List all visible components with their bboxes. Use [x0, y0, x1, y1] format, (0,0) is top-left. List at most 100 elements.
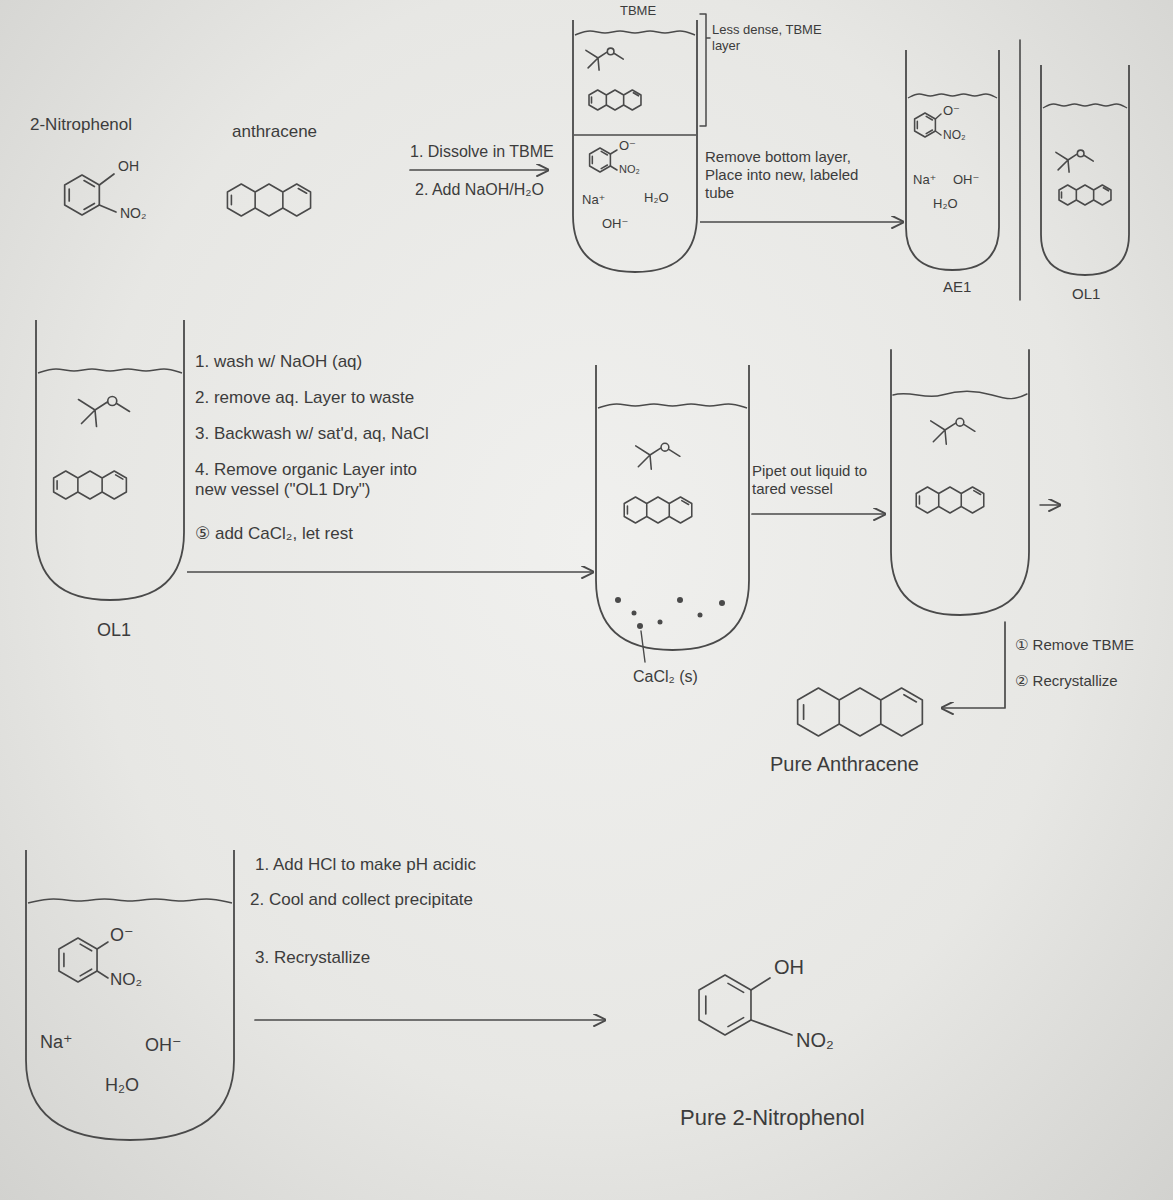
- solid-dot: [658, 620, 663, 625]
- atom-label: OH: [774, 955, 804, 979]
- tube-text: OH⁻: [953, 172, 979, 188]
- small-arrow: [1040, 504, 1060, 506]
- tube-text: OH⁻: [602, 216, 628, 232]
- bond: [751, 1020, 792, 1035]
- tube-text: Na⁺: [913, 172, 936, 188]
- anthracene-structure: [624, 497, 692, 523]
- tube-text: OL1: [97, 620, 131, 642]
- tube-wall: [596, 365, 749, 650]
- bond: [751, 978, 770, 990]
- tube-text: Na⁺: [582, 192, 605, 208]
- anthracene-structure: [589, 90, 641, 110]
- tube-wall: [36, 320, 184, 600]
- process-arrow: [942, 622, 1005, 708]
- solid-dot: [719, 600, 725, 606]
- tube-text: H₂O: [105, 1075, 139, 1097]
- tube-text: TBME: [620, 3, 656, 19]
- tube-wall: [906, 50, 999, 270]
- step-text: 2. Cool and collect precipitate: [250, 890, 473, 910]
- step-text: 2. remove aq. Layer to waste: [195, 388, 414, 408]
- step-text: ② Recrystallize: [1015, 672, 1118, 690]
- tube-wall: [26, 850, 234, 1140]
- tube-text: O⁻: [110, 925, 134, 947]
- process-arrow: [255, 1019, 605, 1021]
- organic-tube: OL1: [1040, 65, 1130, 275]
- tube-outline: [595, 365, 750, 652]
- step-text: 1. wash w/ NaOH (aq): [195, 352, 362, 372]
- product-name: Pure Anthracene: [770, 752, 919, 776]
- solid-dot: [615, 597, 621, 603]
- anthracene-structure: [227, 184, 310, 216]
- bond: [97, 971, 108, 978]
- product-name: Pure 2-Nitrophenol: [680, 1105, 865, 1131]
- liquid-surface: [598, 404, 747, 408]
- tube-text: OL1: [1072, 285, 1100, 303]
- tared-tube: [891, 350, 1029, 615]
- anthracene-structure: [1059, 185, 1111, 205]
- drying-tube: CaCl₂ (s): [595, 365, 750, 650]
- aqueous-tube: O⁻NO₂Na⁺OH⁻H₂OAE1: [905, 50, 1000, 270]
- liquid-surface: [908, 94, 997, 98]
- tube-outline: [905, 50, 1000, 272]
- benzene-ring: [59, 938, 97, 982]
- compound-name: 2-Nitrophenol: [30, 115, 132, 135]
- solid-dot: [637, 623, 643, 629]
- step-text: ① Remove TBME: [1015, 636, 1134, 654]
- step-text: Pipet out liquid to tared vessel: [752, 462, 887, 498]
- tube-text: NO₂: [943, 128, 966, 142]
- benzene-ring: [65, 175, 100, 215]
- tube-text: NO₂: [619, 163, 640, 176]
- tube-text: OH⁻: [145, 1035, 182, 1057]
- step-text: Remove bottom layer, Place into new, lab…: [705, 148, 885, 202]
- tbme-structure: [586, 48, 623, 70]
- step-text: 1. Dissolve in TBME: [410, 142, 554, 161]
- solid-dot: [677, 597, 683, 603]
- liquid-surface: [28, 899, 232, 903]
- separator-line: [1019, 40, 1021, 300]
- solid-dot: [698, 613, 703, 618]
- tube-text: O⁻: [619, 138, 636, 154]
- tube-text: H₂O: [933, 196, 958, 212]
- benzene-ring: [699, 975, 751, 1035]
- aqueous-tube: O⁻ NO₂ Na⁺ OH⁻ H₂O: [25, 850, 235, 1140]
- solid-dot: [632, 611, 637, 616]
- tube-wall: [573, 20, 697, 272]
- layer-bracket: [700, 14, 710, 126]
- step-text: 2. Add NaOH/H₂O: [415, 180, 544, 199]
- tube-outline: [25, 850, 235, 1142]
- layer-interface: [574, 134, 696, 136]
- process-arrow: [752, 513, 885, 515]
- liquid-surface: [575, 31, 695, 35]
- bond: [97, 942, 108, 949]
- anthracene-structure: [54, 471, 127, 499]
- step-text: 4. Remove organic Layer into new vessel …: [195, 460, 440, 501]
- tube-text: Na⁺: [40, 1032, 73, 1054]
- process-arrow: [187, 571, 593, 573]
- organic-tube: OL1: [35, 320, 185, 600]
- tube-text: NO₂: [110, 970, 142, 990]
- liquid-surface: [1043, 104, 1127, 108]
- bond: [99, 174, 114, 185]
- bond: [935, 131, 941, 135]
- liquid-surface: [893, 391, 1027, 398]
- tube-outline: [1040, 65, 1130, 277]
- step-text: 3. Recrystallize: [255, 948, 370, 968]
- drying-agent-dots: [615, 597, 725, 629]
- tbme-structure: [1056, 150, 1093, 172]
- layer-note: Less dense, TBME layer: [712, 22, 824, 53]
- separation-tube: TBMEO⁻NO₂Na⁺H₂OOH⁻: [572, 20, 698, 272]
- atom-label: NO₂: [120, 205, 146, 222]
- tube-text: CaCl₂ (s): [633, 667, 698, 686]
- process-arrow: [700, 221, 903, 223]
- bond: [99, 205, 116, 212]
- benzene-ring: [915, 113, 936, 137]
- step-text: ⑤ add CaCl₂, let rest: [195, 524, 353, 544]
- step-text: 3. Backwash w/ sat'd, aq, NaCl: [195, 424, 429, 444]
- tbme-structure: [931, 418, 975, 444]
- bond: [935, 114, 941, 119]
- tbme-structure: [636, 443, 680, 469]
- tube-text: H₂O: [644, 190, 669, 206]
- liquid-surface: [38, 369, 182, 373]
